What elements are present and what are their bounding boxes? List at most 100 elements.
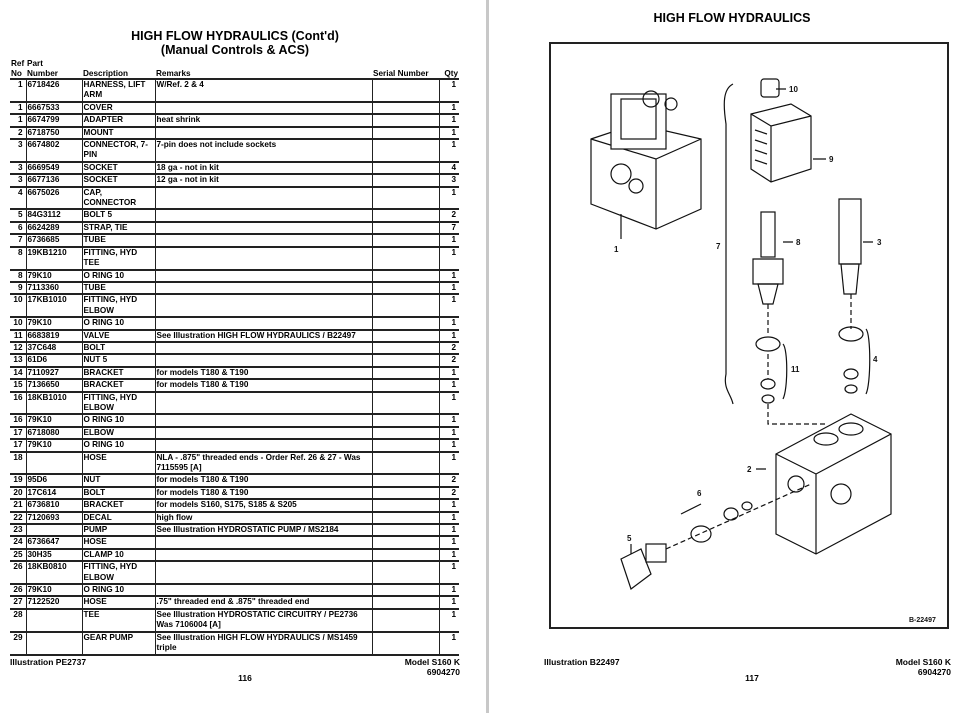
header-serial: Serial Number bbox=[373, 68, 429, 78]
cell-remarks bbox=[154, 101, 372, 116]
valve-illustration: 1 2 3 4 5 6 7 8 9 10 11 B-22497 bbox=[590, 78, 936, 624]
cell-part: 6675026 bbox=[25, 186, 82, 211]
cell-desc: BOLT bbox=[81, 486, 155, 501]
cell-desc: HOSE bbox=[81, 596, 155, 610]
cell-serial bbox=[371, 114, 439, 128]
cell-serial bbox=[371, 294, 439, 319]
cell-serial bbox=[371, 281, 439, 296]
cell-qty: 1 bbox=[438, 294, 459, 319]
cell-part: 6674802 bbox=[25, 139, 82, 163]
cell-part: 7136650 bbox=[25, 379, 82, 393]
cartridge-8 bbox=[752, 211, 784, 305]
cell-qty: 1 bbox=[438, 246, 459, 271]
cell-serial bbox=[371, 246, 439, 271]
cell-desc: COVER bbox=[81, 101, 155, 116]
cell-ref: 16 bbox=[10, 391, 26, 416]
cell-desc: TUBE bbox=[81, 234, 155, 248]
cell-remarks: 18 ga - not in kit bbox=[154, 161, 372, 176]
cell-serial bbox=[371, 451, 439, 476]
callout-9: 9 bbox=[829, 155, 834, 164]
cell-part: 7120693 bbox=[25, 511, 82, 526]
cell-serial bbox=[371, 631, 439, 656]
cell-part: 79K10 bbox=[25, 414, 82, 428]
cell-desc: BOLT 5 bbox=[81, 209, 155, 223]
cell-remarks bbox=[154, 246, 372, 271]
cell-remarks: .75" threaded end & .875" threaded end bbox=[154, 596, 372, 610]
cell-desc: HARNESS, LIFT ARM bbox=[81, 78, 155, 103]
cell-part: 17KB1010 bbox=[25, 294, 82, 319]
cell-part: 95D6 bbox=[25, 474, 82, 488]
cell-serial bbox=[371, 161, 439, 176]
cell-part: 79K10 bbox=[25, 584, 82, 598]
cell-part: 19KB1210 bbox=[25, 246, 82, 271]
cell-remarks: heat shrink bbox=[154, 114, 372, 128]
cell-serial bbox=[371, 354, 439, 368]
cell-part bbox=[25, 631, 82, 656]
valve-assembly-1 bbox=[590, 90, 702, 230]
cell-part: 6624289 bbox=[25, 221, 82, 236]
cell-ref: 10 bbox=[10, 317, 26, 331]
cell-part: 6683819 bbox=[25, 329, 82, 343]
cell-qty: 1 bbox=[438, 439, 459, 453]
cell-desc: O RING 10 bbox=[81, 317, 155, 331]
cell-desc: O RING 10 bbox=[81, 584, 155, 598]
cell-ref: 4 bbox=[10, 186, 26, 211]
cell-desc: VALVE bbox=[81, 329, 155, 343]
cell-ref: 26 bbox=[10, 561, 26, 586]
cell-serial bbox=[371, 329, 439, 343]
cell-qty: 1 bbox=[438, 234, 459, 248]
cell-remarks bbox=[154, 294, 372, 319]
cell-desc: SOCKET bbox=[81, 161, 155, 176]
cell-remarks bbox=[154, 234, 372, 248]
cell-part bbox=[25, 608, 82, 633]
cell-remarks bbox=[154, 317, 372, 331]
cell-part: 6736685 bbox=[25, 234, 82, 248]
left-page: HIGH FLOW HYDRAULICS (Cont'd) (Manual Co… bbox=[0, 0, 486, 713]
cell-ref: 1 bbox=[10, 78, 26, 103]
cell-part: 6718750 bbox=[25, 126, 82, 141]
cell-ref: 13 bbox=[10, 354, 26, 368]
cell-ref: 15 bbox=[10, 379, 26, 393]
plug-5 bbox=[620, 543, 667, 590]
exploded-diagram: 1 2 3 4 5 6 7 8 9 10 11 B-22497 bbox=[549, 42, 949, 629]
doc-number: 6904270 bbox=[426, 667, 460, 677]
cell-qty: 1 bbox=[438, 608, 459, 633]
cell-serial bbox=[371, 341, 439, 356]
cell-ref: 3 bbox=[10, 174, 26, 188]
page-title: HIGH FLOW HYDRAULICS bbox=[653, 11, 811, 25]
cell-serial bbox=[371, 499, 439, 513]
cell-remarks bbox=[154, 414, 372, 428]
cell-remarks bbox=[154, 281, 372, 296]
cell-qty: 1 bbox=[438, 524, 459, 538]
cell-remarks: 7-pin does not include sockets bbox=[154, 139, 372, 163]
cell-remarks: NLA - .875" threaded ends - Order Ref. 2… bbox=[154, 451, 372, 476]
cell-part: 6667533 bbox=[25, 101, 82, 116]
cell-ref: 16 bbox=[10, 414, 26, 428]
cell-desc: CAP, CONNECTOR bbox=[81, 186, 155, 211]
callout-10: 10 bbox=[789, 85, 798, 94]
figure-id: B-22497 bbox=[909, 617, 936, 624]
cell-remarks bbox=[154, 221, 372, 236]
cell-ref: 12 bbox=[10, 341, 26, 356]
cell-desc: TEE bbox=[81, 608, 155, 633]
callout-6: 6 bbox=[697, 489, 702, 498]
cell-qty: 1 bbox=[438, 281, 459, 296]
cell-part: 6674799 bbox=[25, 114, 82, 128]
cell-desc: NUT bbox=[81, 474, 155, 488]
cell-desc: TUBE bbox=[81, 281, 155, 296]
